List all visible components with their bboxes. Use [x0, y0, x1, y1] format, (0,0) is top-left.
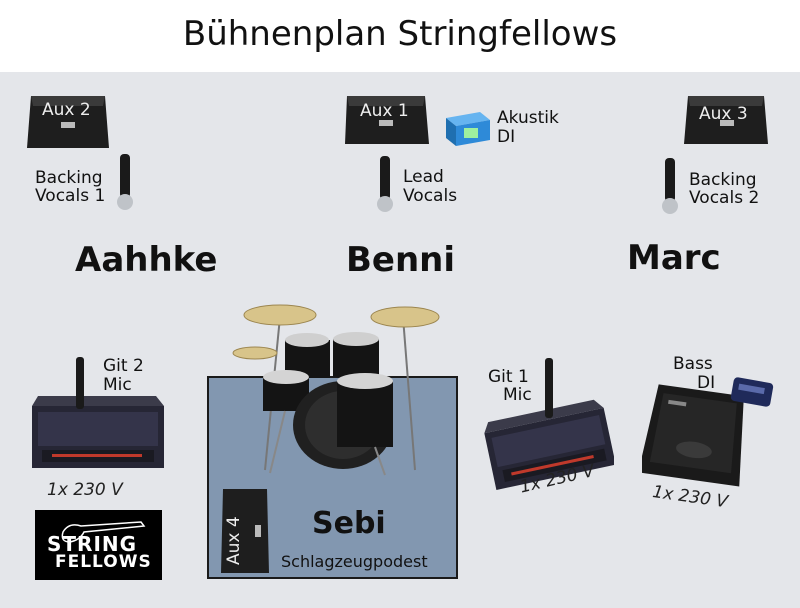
musician-sebi: Sebi — [312, 506, 386, 541]
lead-vocals-label-1: Lead — [403, 167, 444, 187]
akustik-di-box-icon — [446, 112, 490, 146]
akustik-di-label-2: DI — [497, 127, 516, 147]
musician-marc: Marc — [627, 238, 721, 278]
monitor-aux1 — [345, 96, 429, 144]
guitar-logo-icon — [61, 521, 146, 543]
mic-backing-vocals-2-icon — [662, 158, 678, 214]
logo-text-2: FELLOWS — [55, 552, 152, 572]
lead-vocals-label-2: Vocals — [403, 186, 458, 206]
backing-vocals-1-label-2: Vocals 1 — [35, 186, 106, 206]
logo-text-1: STRING — [47, 532, 138, 556]
backing-vocals-2-label-2: Vocals 2 — [689, 188, 760, 208]
monitor-aux4-label: Aux 4 — [224, 516, 244, 565]
git-2-mic-label-1: Git 2 — [103, 356, 144, 376]
mic-backing-vocals-1-icon — [117, 154, 133, 210]
musician-aahhke: Aahhke — [75, 240, 218, 280]
git-1-mic-label-2: Mic — [503, 385, 532, 405]
akustik-di-label-1: Akustik — [497, 108, 559, 128]
mic-git-2-icon — [76, 357, 84, 409]
page-title: Bühnenplan Stringfellows — [182, 14, 618, 54]
stringfellows-logo: STRING FELLOWS — [35, 510, 162, 580]
monitor-aux2-label: Aux 2 — [42, 100, 91, 120]
power-amp-left: 1x 230 V — [47, 480, 123, 500]
title-bar — [0, 0, 800, 72]
monitor-aux4 — [221, 489, 269, 573]
monitor-aux3 — [684, 96, 768, 144]
backing-vocals-1-label-1: Backing — [35, 168, 103, 188]
bass-amp-icon — [642, 384, 744, 487]
git-2-mic-label-2: Mic — [103, 375, 132, 395]
backing-vocals-2-label-1: Backing — [689, 170, 757, 190]
mic-git-1-icon — [545, 358, 553, 418]
podest-label: Schlagzeugpodest — [281, 552, 428, 571]
git-1-mic-label-1: Git 1 — [488, 367, 529, 387]
monitor-aux3-label: Aux 3 — [699, 104, 748, 124]
guitar-amp-left-icon — [32, 396, 164, 468]
bass-di-label-1: Bass — [673, 354, 713, 374]
bass-di-box-icon — [730, 377, 774, 407]
guitar-amp-right-icon — [484, 399, 614, 490]
monitor-aux1-label: Aux 1 — [360, 101, 409, 121]
monitor-aux2 — [27, 96, 109, 148]
mic-lead-vocals-icon — [377, 156, 393, 212]
bass-di-label-2: DI — [697, 373, 716, 393]
drum-kit-icon — [232, 304, 440, 476]
musician-benni: Benni — [346, 240, 456, 280]
